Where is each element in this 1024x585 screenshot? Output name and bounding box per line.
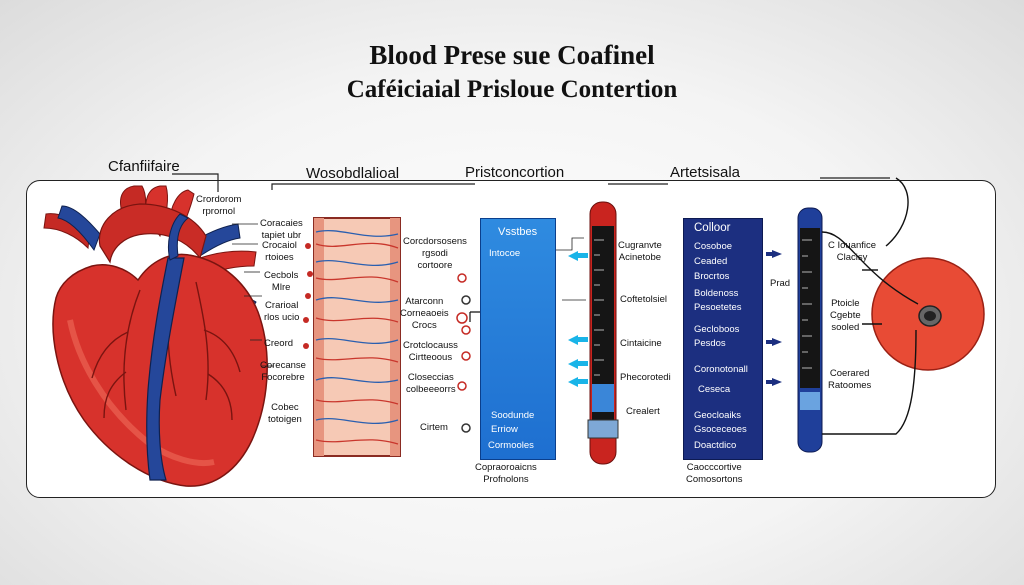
title-line-2: Caféiciaial Prisloue Contertion [346, 76, 678, 103]
heart-label-7: Cobec totoigen [268, 402, 302, 425]
heart-label-5: Creord [264, 338, 294, 349]
heart-illustration [43, 185, 268, 487]
navy-column-item: Geocloaiks [694, 410, 741, 421]
vessel-label-1: Corcdorsosens rgsodi cortoore [403, 236, 467, 271]
heart-label-2: Crocaiol rtoioes [262, 240, 297, 263]
heart-label-1: Coracaies tapiet ubr [260, 218, 303, 241]
measuring-tube-1 [587, 201, 619, 465]
vessel-label-5: Cirtem [420, 422, 448, 433]
section-heading-vessel: Wosobdlalioal [306, 165, 400, 182]
measuring-tube-2 [797, 207, 823, 453]
blue-column-subtitle: Intocoe [489, 248, 521, 259]
blue-column-bottom-1: Soodunde [491, 410, 535, 421]
vessel-label-bottom: Copraoroaicns Profnolons [475, 462, 537, 485]
navy-column-item: Ceseca [698, 384, 731, 395]
blue-column-bottom-3: Cormooles [488, 440, 534, 451]
blue-column [480, 218, 556, 460]
blue-column-bottom-2: Erriow [491, 424, 518, 435]
tube2-label-3: Coerared Ratoomes [828, 368, 872, 391]
section-heading-heart: Cfanfiifaire [108, 158, 180, 175]
navy-column-item: Boldenoss [694, 288, 739, 299]
navy-column-item: Doactdico [694, 440, 737, 451]
heart-label-3: Cecbols Mlre [264, 270, 299, 293]
tube2-label-1: C Iouanfice Clacisy [828, 240, 877, 263]
blue-column-title: Vsstbes [498, 226, 538, 238]
navy-column-bottom-label: Caocccortive Comosortons [686, 462, 743, 485]
section-leader-lines [172, 173, 890, 192]
tube1-label-4: Phecorotedi [620, 372, 671, 383]
navy-column [683, 218, 763, 460]
navy-column-item: Cosoboe [694, 241, 733, 252]
tube1-label-3: Cintaicine [620, 338, 662, 349]
heart-label-top: Crordorom rprornol [196, 194, 242, 217]
tube1-label-1: Cugranvte Acinetobe [618, 240, 662, 263]
navy-column-item: Pesoetetes [694, 302, 742, 313]
section-heading-blue-column: Pristconcortion [465, 164, 565, 181]
tube-to-dish-wire [821, 177, 919, 435]
vessel-tissue-illustration [313, 217, 401, 457]
heart-label-4: Crarioal rlos ucio [264, 300, 300, 323]
section-heading-navy-column: Artetsisala [670, 164, 741, 181]
title-line-1: Blood Prese sue Coafinel [369, 40, 655, 70]
vessel-label-3: Crotclocauss Cirtteoous [403, 340, 458, 363]
vessel-label-2: Atarconn Corneaoeis Crocs [400, 296, 449, 331]
navy-column-item: Pesdos [694, 338, 726, 349]
navy-column-item: Brocrtos [694, 271, 730, 282]
tube2-label-left: Prad [770, 278, 791, 289]
tube2-label-2: Ptoicle Cgebte sooled [830, 298, 861, 333]
red-dish-illustration [871, 257, 985, 371]
navy-column-item: Gsoceceoes [694, 424, 747, 435]
navy-column-item: Coronotonall [694, 364, 748, 375]
navy-column-item: Gecloboos [694, 324, 740, 335]
vessel-label-4: Closeccias colbeeeorrs [406, 372, 456, 395]
navy-column-title: Colloor [694, 222, 731, 234]
tube1-label-2: Coftetolsiel [620, 294, 667, 305]
navy-column-item: Ceaded [694, 256, 728, 267]
heart-label-6: Corecanse Focorebre [260, 360, 306, 383]
tube1-label-5: Crealert [626, 406, 660, 417]
